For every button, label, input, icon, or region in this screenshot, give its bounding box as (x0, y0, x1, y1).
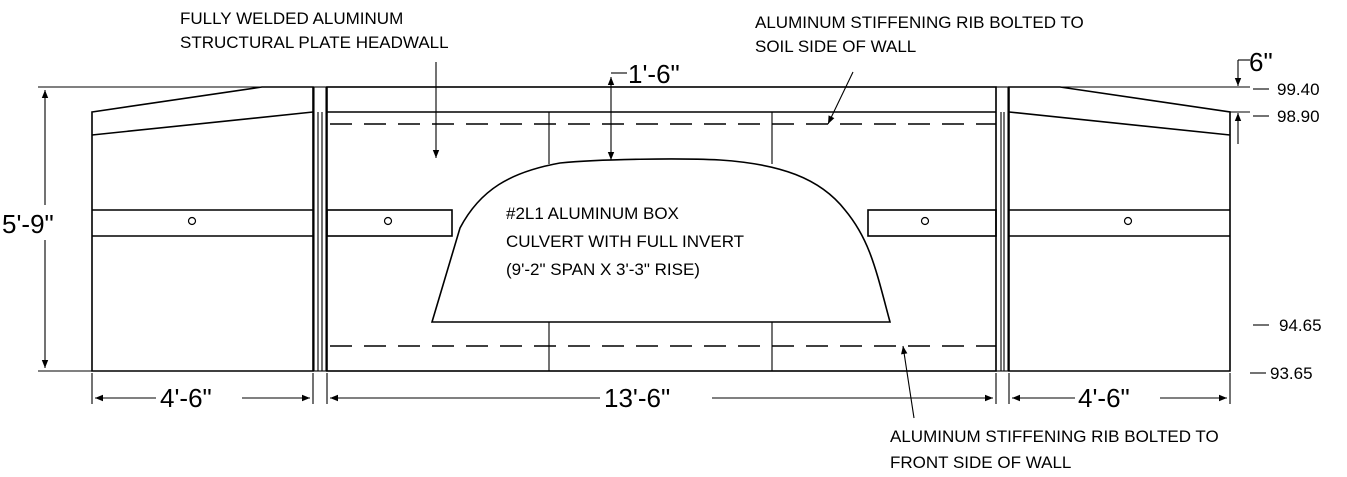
headwall-note: FULLY WELDED ALUMINUM STRUCTURAL PLATE H… (180, 9, 449, 52)
slope-drop-label: 6" (1249, 47, 1273, 77)
top-clearance-dimension (607, 72, 627, 160)
left-wing-width-label: 4'-6" (160, 383, 212, 413)
elevation-ticks (1250, 88, 1269, 374)
left-wing-wall (91, 86, 314, 372)
rib-front-note: ALUMINUM STIFFENING RIB BOLTED TO FRONT … (890, 427, 1223, 472)
right-wing-width-label: 4'-6" (1078, 383, 1130, 413)
width-dimensions (91, 373, 1231, 404)
elevation-bottom: 93.65 (1270, 364, 1313, 383)
culvert-opening (430, 158, 892, 323)
elevation-top: 99.40 (1277, 80, 1320, 99)
center-width-label: 13'-6" (604, 383, 670, 413)
right-wing-wall (1008, 86, 1231, 372)
culvert-note: #2L1 ALUMINUM BOX CULVERT WITH FULL INVE… (506, 204, 748, 279)
elevation-invert: 94.65 (1279, 316, 1322, 335)
elevation-top-of-wing: 98.90 (1277, 107, 1320, 126)
rib-soil-note: ALUMINUM STIFFENING RIB BOLTED TO SOIL S… (755, 13, 1088, 56)
height-dimension (38, 86, 262, 372)
rib-soil-leader (827, 71, 854, 125)
slope-drop-dimension (1060, 59, 1250, 144)
rib-front-leader (901, 345, 915, 419)
center-headwall (326, 86, 997, 372)
height-dimension-label: 5'-9" (2, 209, 54, 239)
top-clearance-label: 1'-6" (628, 59, 680, 89)
left-joint-strip (313, 86, 327, 372)
right-joint-strip (995, 86, 1009, 372)
